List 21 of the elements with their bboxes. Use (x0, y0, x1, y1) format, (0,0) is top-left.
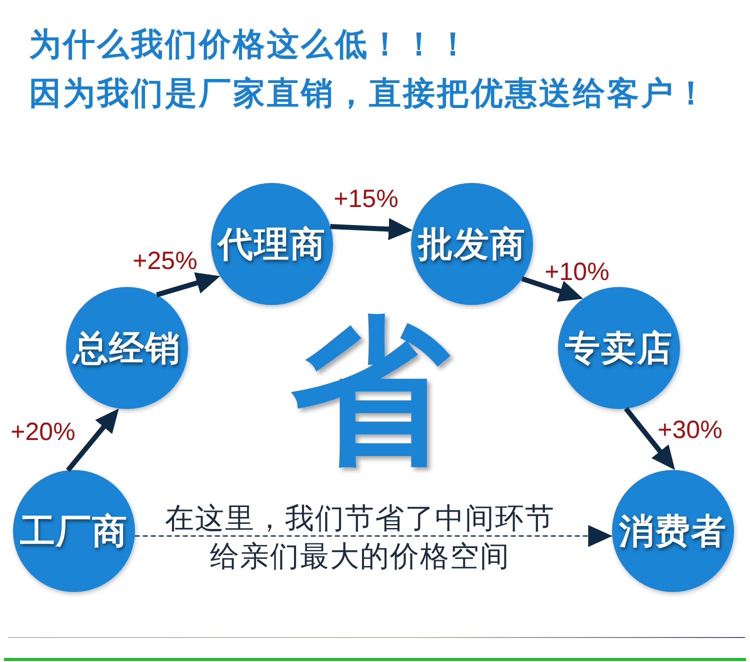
arrow (521, 276, 584, 302)
circle-node: 总经销 (66, 287, 188, 409)
edge-label: 在这里，我们节省了中间环节给亲们最大的价格空间 (164, 500, 556, 575)
dashed-arrow (134, 525, 612, 547)
edge-label: +30% (658, 416, 722, 444)
arrow (624, 407, 677, 472)
circle-node: 代理商 (211, 183, 333, 305)
circle-node: 消费者 (612, 470, 734, 592)
arrow (156, 272, 221, 298)
edge-label: +20% (10, 418, 76, 446)
subtitle: 因为我们是厂家直销，直接把优惠送给客户！ (29, 73, 709, 113)
large-character: 省 (291, 313, 449, 471)
edge-label: +15% (334, 185, 398, 213)
edge-label: +25% (132, 247, 198, 275)
edge-label: +10% (544, 258, 610, 286)
arrow (330, 218, 413, 240)
arrow (66, 406, 121, 472)
title: 为什么我们价格这么低！！！ (29, 24, 471, 64)
circle-node: 专卖店 (558, 287, 680, 409)
circle-node: 批发商 (411, 183, 533, 305)
circle-node: 工厂商 (13, 470, 135, 592)
